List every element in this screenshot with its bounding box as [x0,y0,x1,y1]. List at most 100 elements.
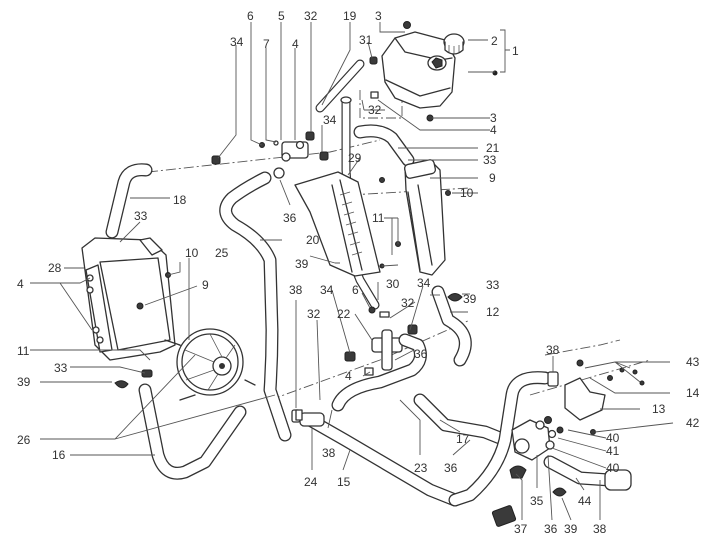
callout-24: 24 [304,475,318,489]
callout-39-center: 39 [295,257,309,271]
callout-10-left: 10 [185,246,199,260]
clamp-33-fan [141,369,153,378]
callout-16: 16 [52,448,66,462]
callout-18: 18 [173,193,187,207]
hose-19 [315,59,365,113]
callout-43: 43 [686,355,700,369]
callout-25: 25 [215,246,229,260]
callout-6-top: 6 [247,9,254,23]
screw-9-left [136,302,144,310]
callout-14: 14 [686,386,700,400]
cooling-fan [164,328,256,401]
callout-40-b: 40 [606,461,620,475]
callout-39-right: 39 [463,292,477,306]
callout-44: 44 [578,494,592,508]
callout-32-low2: 32 [307,307,321,321]
clamp-37 [509,465,527,479]
callout-35: 35 [530,494,544,508]
callout-6-low: 6 [352,283,359,297]
callout-4-right: 4 [490,123,497,137]
callout-5-top: 5 [278,9,285,23]
callout-21: 21 [486,141,500,155]
callout-11-left: 11 [17,344,30,358]
callout-7: 7 [263,37,270,51]
callout-42: 42 [686,416,700,430]
callout-33-fan: 33 [54,361,68,375]
callout-23: 23 [414,461,428,475]
hose-23 [331,333,427,412]
lower-fitting-block [344,306,418,376]
hose-21 [353,124,415,167]
callout-39-bottom: 39 [564,522,578,536]
grommet-39-bottom [552,487,567,497]
callout-37: 37 [514,522,528,536]
callout-4-top: 4 [292,37,299,51]
callout-1: 1 [512,44,519,58]
callout-13: 13 [652,402,666,416]
callout-3-right: 3 [490,111,497,125]
callout-22: 22 [337,307,351,321]
callout-41: 41 [606,444,620,458]
callout-32-low: 32 [401,296,415,310]
hose-44 [543,455,632,491]
tank-fitting-dot [492,70,498,76]
callout-32-mid: 32 [368,103,382,117]
callout-33-right: 33 [483,153,497,167]
callout-12: 12 [486,305,500,319]
clamp-38-right [547,371,559,387]
callout-36-upper: 36 [283,211,297,225]
heat-exchanger [294,171,381,277]
callout-9-left: 9 [202,278,209,292]
water-pump [511,419,551,461]
callout-28: 28 [48,261,62,275]
callout-34-low2: 34 [417,276,431,290]
callout-29: 29 [348,151,362,165]
thermostat-housing [211,131,329,165]
hose-17 [413,393,507,445]
callout-38-mid: 38 [289,283,303,297]
callout-33-lowright: 33 [486,278,500,292]
callout-11-center: 11 [372,211,385,225]
pump-return-hose [448,371,552,507]
callout-32-top: 32 [304,9,318,23]
clip-4 [370,91,379,99]
callout-38-low: 38 [322,446,336,460]
callout-labels: 6 5 32 19 3 2 1 34 7 4 31 32 34 3 4 21 2… [17,9,700,536]
callout-26: 26 [17,433,31,447]
callout-31: 31 [359,33,373,47]
callout-4-left: 4 [17,277,24,291]
callout-36-bottom: 36 [544,522,558,536]
clamp-38-mid [295,409,303,421]
callout-36-mid: 36 [414,347,428,361]
callout-10-right: 10 [460,186,474,200]
callout-33-left: 33 [134,209,148,223]
hose-18 [105,163,153,239]
callout-3-top: 3 [375,9,382,23]
callout-30: 30 [386,277,400,291]
screw-11-a [379,177,385,183]
tank-cap [443,33,465,55]
grommet-39-left [114,380,129,389]
callout-34-mid: 34 [323,113,337,127]
washers-40-41 [535,416,564,450]
leader-lines [30,22,674,521]
callout-34-topleft: 34 [230,35,244,49]
callout-15: 15 [337,475,351,489]
hose-15 [303,413,462,507]
connector-37 [491,505,517,527]
bracket-13 [564,359,645,435]
callout-20: 20 [306,233,320,247]
right-radiator [403,159,446,276]
clamp-36-upper [273,167,285,179]
hose-16 [138,383,247,480]
hose-12 [431,285,472,367]
callout-4-low: 4 [345,369,352,383]
callout-36-low: 36 [444,461,458,475]
hose-20 [219,171,292,442]
screw-3-top [403,21,411,29]
callout-38-right: 38 [546,343,560,357]
grommet-39-right [447,293,463,302]
callout-40-a: 40 [606,431,620,445]
expansion-tank [381,31,456,109]
